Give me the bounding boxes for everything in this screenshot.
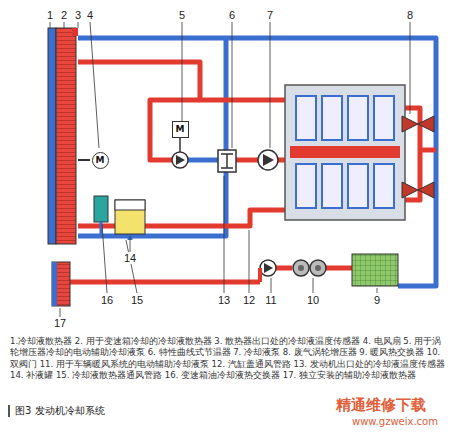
callout-number: 13 bbox=[217, 294, 231, 306]
caption-bar bbox=[8, 405, 10, 417]
callout-number: 7 bbox=[266, 9, 274, 21]
callout-number: 4 bbox=[86, 9, 94, 21]
cylinder bbox=[322, 96, 342, 140]
coolant-pump bbox=[258, 150, 278, 170]
valve bbox=[293, 260, 309, 276]
callout-number: 3 bbox=[74, 9, 82, 21]
watermark: www.gzweix.com bbox=[352, 416, 438, 427]
aux-radiator bbox=[52, 262, 70, 306]
callout-number: 11 bbox=[264, 294, 277, 306]
heater-core bbox=[352, 254, 398, 286]
callout-number: 14 bbox=[123, 252, 137, 264]
pump-shaft bbox=[179, 137, 181, 152]
pipe bbox=[258, 268, 262, 282]
pump-triangle bbox=[176, 155, 185, 165]
cylinder bbox=[296, 96, 316, 140]
valve-core bbox=[298, 265, 304, 271]
engine-block bbox=[285, 85, 405, 220]
legend-note: 1.冷却液散热器 2. 用于变速箱冷却的冷却液散热器 3. 散热器出口处的冷却液… bbox=[10, 336, 446, 382]
callout-number: 12 bbox=[242, 294, 256, 306]
figure-caption: 图3 发动机冷却系统 bbox=[15, 404, 105, 418]
callout-number: 2 bbox=[60, 9, 68, 21]
callout-number: 1 bbox=[46, 9, 54, 21]
cylinder bbox=[374, 164, 394, 208]
temp-sensor bbox=[72, 28, 78, 36]
cylinder bbox=[322, 164, 342, 208]
thermostat bbox=[218, 150, 236, 172]
callout-number: 10 bbox=[306, 294, 320, 306]
radiator bbox=[56, 28, 76, 244]
callout-number: 5 bbox=[178, 9, 186, 21]
callout-number: 8 bbox=[406, 9, 414, 21]
motor-letter: M bbox=[176, 124, 185, 134]
fan-shaft bbox=[78, 159, 90, 161]
callout-number: 9 bbox=[373, 294, 381, 306]
leader-lines bbox=[50, 22, 410, 317]
thermostat-symbol bbox=[221, 154, 233, 168]
coolant-gallery bbox=[290, 146, 400, 158]
turbochargers bbox=[402, 116, 434, 198]
motor-letter: M bbox=[96, 155, 105, 165]
cylinders bbox=[290, 96, 400, 208]
valve bbox=[310, 260, 326, 276]
blue-pipes bbox=[78, 38, 436, 286]
pump-triangle bbox=[264, 263, 273, 273]
gearbox-cooler bbox=[48, 28, 56, 244]
aux-pump bbox=[172, 152, 188, 168]
watermark: 精通维修下载 bbox=[336, 396, 426, 415]
cylinder bbox=[348, 96, 368, 140]
callout-number: 17 bbox=[53, 317, 67, 329]
expansion-tank bbox=[115, 200, 145, 234]
callout-number: 16 bbox=[100, 294, 114, 306]
callout-number: 6 bbox=[228, 9, 236, 21]
red-pipes bbox=[70, 62, 436, 282]
tank-top bbox=[115, 200, 145, 210]
cylinder bbox=[296, 164, 316, 208]
aux-radiator-blue bbox=[52, 262, 57, 306]
valve-core bbox=[315, 265, 321, 271]
cylinder bbox=[348, 164, 368, 208]
pump-triangle bbox=[263, 154, 274, 166]
callout-number: 15 bbox=[130, 294, 144, 306]
oil-heat-exchanger bbox=[94, 196, 108, 222]
motor-circle: M bbox=[92, 152, 109, 169]
motor-box: M bbox=[172, 121, 189, 138]
cylinder bbox=[374, 96, 394, 140]
heater-pump bbox=[260, 260, 276, 276]
